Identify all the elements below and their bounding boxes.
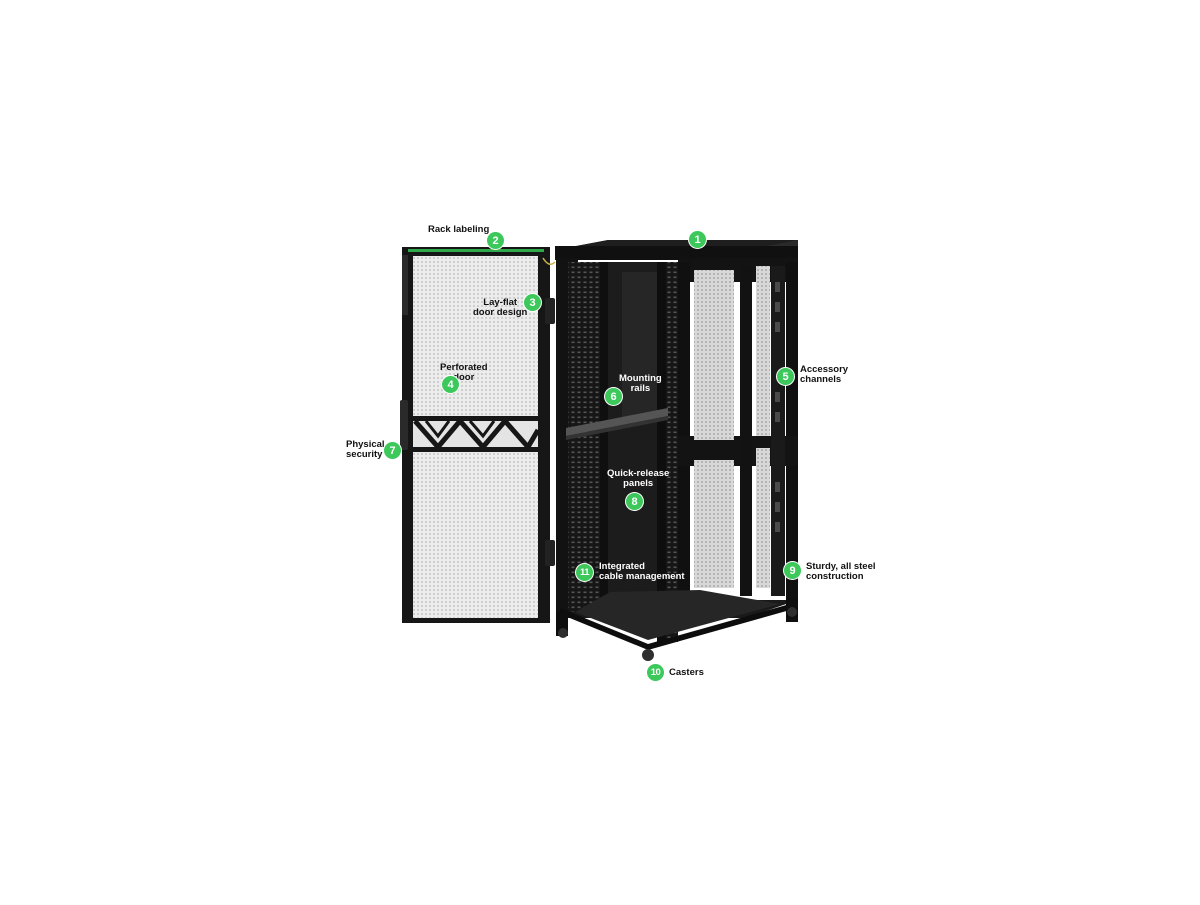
callout-badge-5: 5 bbox=[777, 368, 794, 385]
callout-label-accessory-channels: Accessory channels bbox=[800, 364, 849, 385]
front-door bbox=[400, 247, 555, 623]
callout-badge-4: 4 bbox=[442, 376, 459, 393]
callout-badge-9: 9 bbox=[784, 562, 801, 579]
callout-label-lay-flat-door-design: Lay-flat door design bbox=[473, 297, 528, 318]
callout-badge-1: 1 bbox=[689, 231, 706, 248]
callout-badge-11: 11 bbox=[576, 564, 593, 581]
callout-badge-3: 3 bbox=[524, 294, 541, 311]
callout-badge-2: 2 bbox=[487, 232, 504, 249]
callout-label-quick-release-panels: Quick-release panels bbox=[607, 468, 670, 489]
callout-badge-6: 6 bbox=[605, 388, 622, 405]
callout-label-mounting-rails: Mounting rails bbox=[619, 373, 662, 394]
rack-cabinet bbox=[542, 240, 798, 661]
callout-label-perforated-door: Perforated door bbox=[440, 362, 488, 383]
callout-label-physical-security: Physical security bbox=[346, 439, 385, 460]
callout-label-sturdy-steel-construction: Sturdy, all steel construction bbox=[806, 561, 876, 582]
callout-label-integrated-cable-management: Integrated cable management bbox=[599, 561, 685, 582]
callout-badge-8: 8 bbox=[626, 493, 643, 510]
callout-label-casters: Casters bbox=[669, 667, 704, 678]
callout-label-cable-access: Cable access bbox=[657, 252, 718, 263]
callout-badge-10: 10 bbox=[647, 664, 664, 681]
callout-badge-7: 7 bbox=[384, 442, 401, 459]
callout-label-rack-labeling: Rack labeling bbox=[428, 224, 490, 235]
